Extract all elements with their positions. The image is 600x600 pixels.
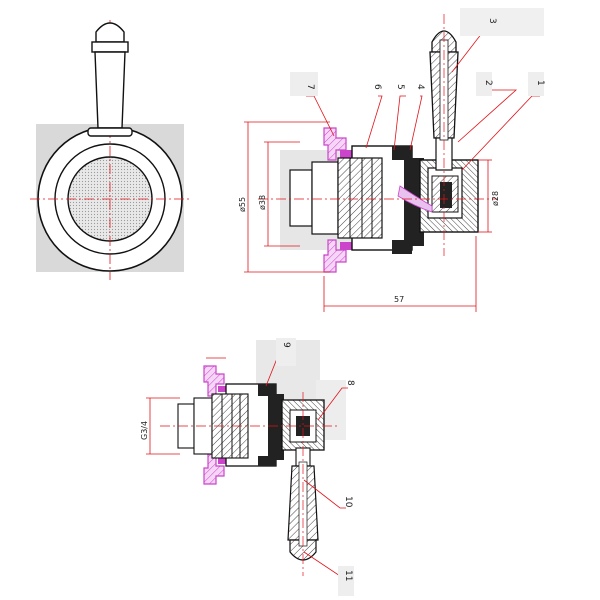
callout-3-bg xyxy=(460,8,544,36)
callout-2: 2 xyxy=(483,80,493,86)
section-view-bottom: G3/4 9 8 10 11 xyxy=(140,338,355,596)
dim-d55: ø55 xyxy=(238,197,247,212)
dimension-lines xyxy=(244,121,492,312)
dim-d28: ø28 xyxy=(491,191,500,206)
callout-9-bg xyxy=(276,338,296,366)
dimension-labels: ø55 ø38 ø28 57 xyxy=(238,191,500,304)
front-view xyxy=(30,20,190,280)
callout-1-bg xyxy=(528,72,544,96)
dim-len57: 57 xyxy=(394,295,404,304)
callout-1: 1 xyxy=(535,80,545,86)
callout-5: 5 xyxy=(395,84,405,90)
callout-11: 11 xyxy=(343,570,353,581)
cartridge xyxy=(289,157,383,239)
callout-7-bg xyxy=(290,72,318,96)
lever-handle-front xyxy=(87,22,133,137)
callout-6: 6 xyxy=(372,84,382,90)
callout-8: 8 xyxy=(345,380,355,386)
callout-3: 3 xyxy=(487,18,497,24)
dim-thread: G3/4 xyxy=(140,421,149,440)
section-view-top xyxy=(258,14,498,273)
callout-2-bg xyxy=(476,72,492,96)
thread-dimension xyxy=(146,357,226,455)
callout-4: 4 xyxy=(415,84,425,90)
callout-11-bg xyxy=(338,566,354,596)
callout-10: 10 xyxy=(343,496,353,508)
callout-9: 9 xyxy=(281,342,291,348)
callouts-top: 1 2 3 4 5 6 7 xyxy=(290,8,545,96)
callout-7: 7 xyxy=(305,84,315,90)
dim-d38: ø38 xyxy=(258,195,267,210)
